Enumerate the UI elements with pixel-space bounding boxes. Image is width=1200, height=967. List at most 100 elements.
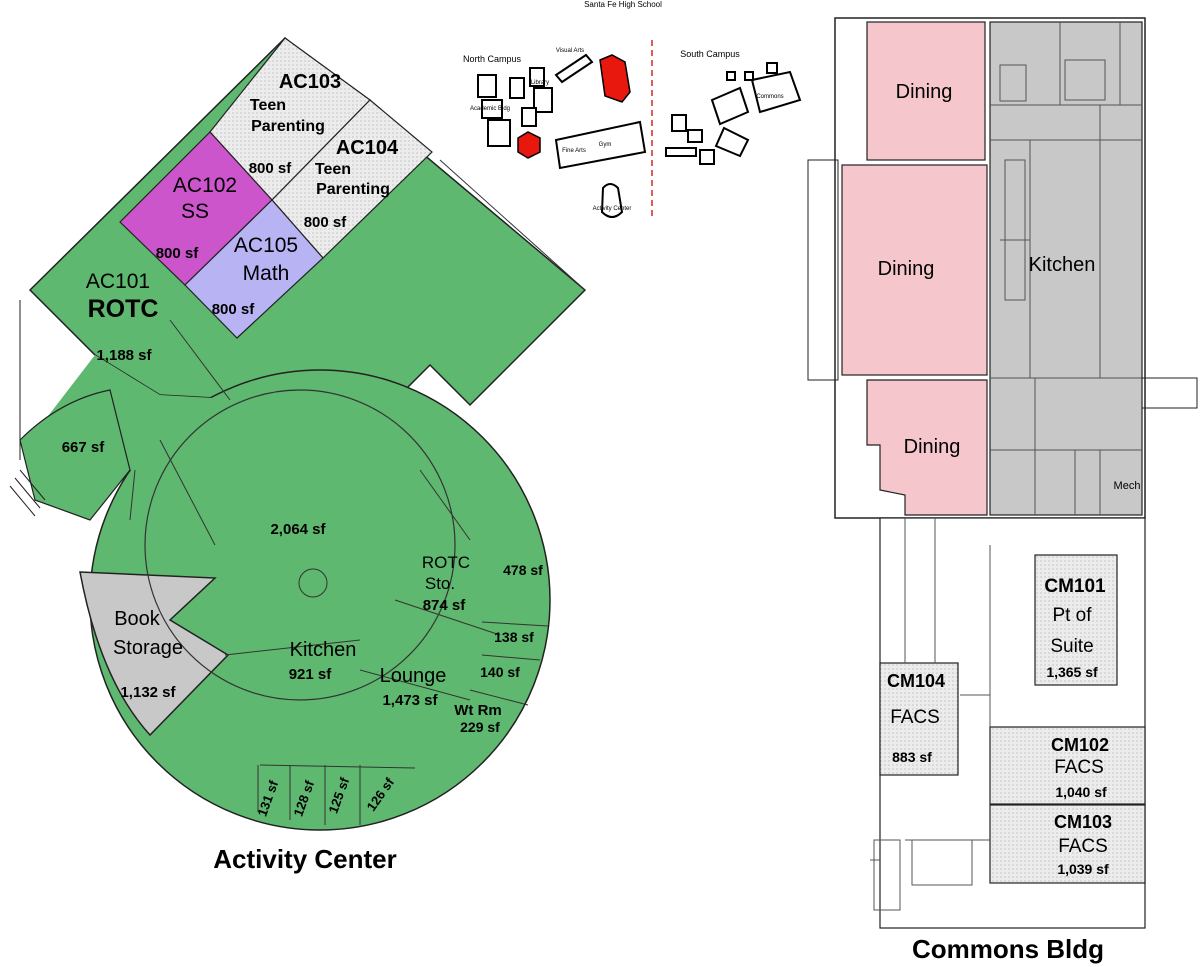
commons-title: Commons Bldg [912, 934, 1104, 964]
weight-room-name: Wt Rm [454, 702, 502, 719]
cm104-code: CM104 [887, 671, 945, 691]
dining-middle-label: Dining [878, 258, 935, 280]
kitchen-name: Kitchen [290, 639, 357, 661]
weight-room-area: 229 sf [460, 719, 500, 735]
center-pivot [298, 568, 328, 598]
rotc-storage-label: ROTC Sto. 874 sf [422, 553, 470, 614]
lounge-label: Lounge 1,473 sf [380, 665, 447, 709]
cm101-line2: Suite [1050, 636, 1093, 657]
exterior-left [807, 159, 839, 381]
dining-bottom-label: Dining [904, 436, 961, 458]
ac101-code: AC101 [86, 270, 150, 293]
campus-map-labels: Academic Bldg Library Fine Arts Gym Acti… [470, 48, 784, 212]
ac103-label: AC103 Teen Parenting 800 sf [249, 71, 341, 177]
ac103-area-label: 800 sf [249, 160, 293, 177]
north-campus-label: North Campus [463, 54, 522, 64]
cm103-code: CM103 [1054, 812, 1112, 832]
cm102-label: CM102 FACS 1,040 sf [1051, 735, 1109, 800]
ac104-line2: Parenting [316, 181, 390, 198]
mech-label: Mech [1114, 480, 1141, 492]
ac104-code: AC104 [336, 137, 399, 159]
cm104-label: CM104 FACS 883 sf [887, 671, 945, 765]
ac102-name: SS [181, 200, 209, 223]
map-label-academic: Academic Bldg [470, 106, 510, 112]
activity-center-title: Activity Center [213, 844, 397, 874]
kitchen-label: Kitchen 921 sf [289, 639, 357, 683]
ac102-area-label: 800 sf [156, 245, 200, 262]
ac101-area-label: 1,188 sf [96, 347, 152, 364]
ac103-line2: Parenting [251, 118, 325, 135]
dining-top [866, 21, 986, 161]
campus-map-title: Santa Fe High School [584, 0, 662, 9]
inner-ring [144, 389, 456, 701]
cm104-name: FACS [890, 707, 940, 728]
ac102-code: AC102 [173, 174, 237, 197]
rotc-storage-line2: Sto. [425, 574, 455, 593]
cm104-area: 883 sf [892, 749, 932, 765]
ac105-label: AC105 Math 800 sf [212, 234, 298, 318]
map-label-gym: Gym [599, 142, 612, 148]
kitchen-gray [989, 21, 1143, 516]
cm102-area: 1,040 sf [1055, 784, 1107, 800]
room-667-area [19, 389, 131, 521]
book-storage-line1: Book [114, 608, 161, 630]
ac102-label: AC102 SS 800 sf [156, 174, 237, 262]
cm103-name: FACS [1058, 836, 1108, 857]
rotc-storage-line1: ROTC [422, 553, 470, 572]
ac103-line1: Teen [250, 97, 286, 114]
cm103-label: CM103 FACS 1,039 sf [1054, 812, 1112, 877]
ac105-area-label: 800 sf [212, 301, 256, 318]
book-storage-line2: Storage [113, 637, 183, 659]
exterior-door-right [1141, 377, 1198, 409]
south-interior-walls [870, 518, 991, 911]
map-label-commons: Commons [756, 94, 783, 100]
lounge-name: Lounge [380, 665, 447, 687]
map-label-activity-center: Activity Center [593, 206, 632, 212]
ac104-area-label: 800 sf [304, 214, 348, 231]
interior-walls [129, 159, 586, 825]
cm103-area: 1,039 sf [1057, 861, 1109, 877]
exterior-stairs [9, 469, 46, 517]
highlighted-buildings [517, 54, 631, 159]
cm101-area: 1,365 sf [1046, 664, 1098, 680]
lounge-area: 1,473 sf [382, 692, 438, 709]
campus-buildings [477, 53, 802, 218]
map-label-visual-arts: Visual Arts [556, 48, 584, 54]
map-label-library: Library [531, 80, 549, 86]
cm103-area [989, 804, 1146, 884]
campus-map: Santa Fe High School North Campus South … [463, 0, 802, 220]
ac105-code: AC105 [234, 234, 298, 257]
rotc-storage-area: 874 sf [423, 597, 467, 614]
room-478-label: 478 sf [503, 562, 543, 578]
ac105-name: Math [243, 262, 290, 285]
ac105-area [184, 199, 324, 339]
ac101-label: AC101 ROTC 1,188 sf [86, 270, 159, 364]
cm101-label: CM101 Pt of Suite 1,365 sf [1044, 576, 1106, 680]
room-138-label: 138 sf [494, 629, 534, 645]
commons-interior-walls [990, 22, 1142, 515]
book-storage-label: Book Storage 1,132 sf [113, 608, 183, 701]
ac101-name: ROTC [88, 295, 159, 323]
weight-room-label: Wt Rm 229 sf [454, 702, 502, 735]
ac104-label: AC104 Teen Parenting 800 sf [304, 137, 399, 231]
dining-bottom [866, 379, 988, 516]
dining-top-label: Dining [896, 81, 953, 103]
activity-center-plan: AC103 Teen Parenting 800 sf AC104 Teen P… [9, 36, 587, 874]
kitchen-area: 921 sf [289, 666, 333, 683]
ac104-line1: Teen [315, 161, 351, 178]
book-storage-area [79, 571, 230, 737]
dining-middle [841, 164, 988, 376]
cm102-code: CM102 [1051, 735, 1109, 755]
ac103-code: AC103 [279, 71, 341, 93]
room-2064-label: 2,064 sf [270, 521, 326, 538]
commons-plan: Dining Dining Dining Kitchen Mech CM101 … [807, 17, 1198, 964]
kitchen-label-commons: Kitchen [1029, 254, 1096, 276]
cm102-name: FACS [1054, 757, 1104, 778]
cm102-area [989, 726, 1146, 805]
map-label-fine-arts: Fine Arts [562, 148, 586, 154]
cm101-area [1034, 554, 1118, 686]
book-storage-area: 1,132 sf [120, 684, 176, 701]
cm104-area [879, 662, 959, 776]
south-campus-label: South Campus [680, 49, 740, 59]
